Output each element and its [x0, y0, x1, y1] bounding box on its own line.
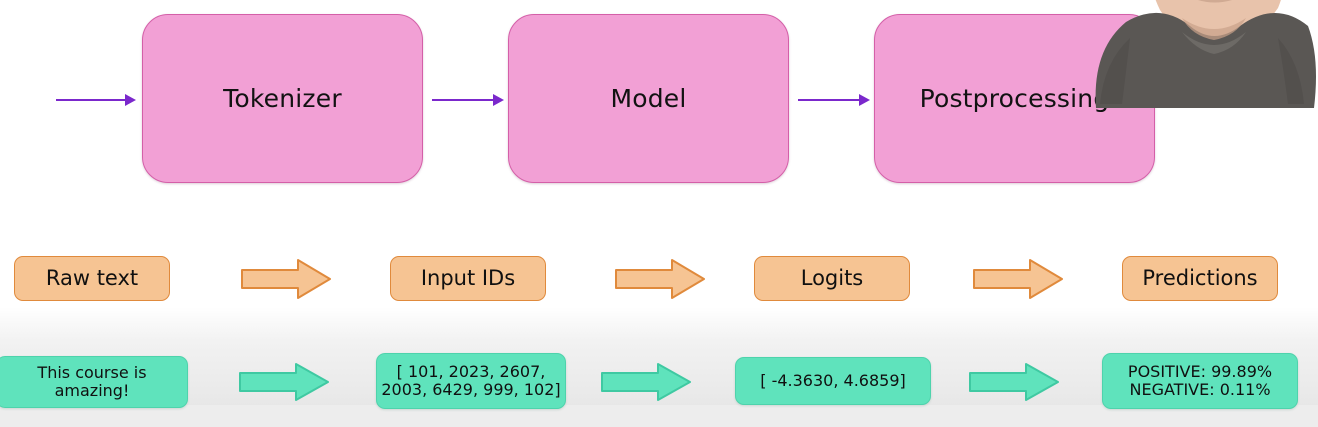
- arrow-head: [493, 94, 504, 106]
- example-logits[interactable]: [ -4.3630, 4.6859]: [735, 357, 931, 405]
- arrow-shaft: [56, 99, 126, 101]
- example-predictions[interactable]: POSITIVE: 99.89% NEGATIVE: 0.11%: [1102, 353, 1298, 409]
- stage-label-logits[interactable]: Logits: [754, 256, 910, 301]
- orange-arrow-raw-to-ids: [240, 258, 332, 300]
- stage-label-predictions[interactable]: Predictions: [1122, 256, 1278, 301]
- example-text: This course is amazing!: [37, 362, 147, 400]
- teal-arrow-ids-to-logits: [600, 362, 692, 402]
- arrow-model-to-postprocessing: [798, 94, 870, 106]
- stage-label-text: Logits: [800, 266, 864, 291]
- process-box-label: Model: [610, 84, 687, 113]
- example-raw-text[interactable]: This course is amazing!: [0, 356, 188, 408]
- process-box-tokenizer[interactable]: Tokenizer: [142, 14, 423, 183]
- block-arrow-icon: [973, 259, 1063, 299]
- orange-arrow-logits-to-predictions: [972, 258, 1064, 300]
- stage-label-raw-text[interactable]: Raw text: [14, 256, 170, 301]
- block-arrow-icon: [601, 363, 691, 401]
- process-box-postprocessing[interactable]: Postprocessing: [874, 14, 1155, 183]
- process-box-model[interactable]: Model: [508, 14, 789, 183]
- stage-label-text: Predictions: [1142, 266, 1258, 291]
- block-arrow-icon: [615, 259, 705, 299]
- process-box-label: Tokenizer: [223, 84, 342, 113]
- example-text: POSITIVE: 99.89% NEGATIVE: 0.11%: [1127, 361, 1273, 399]
- example-input-ids[interactable]: [ 101, 2023, 2607, 2003, 6429, 999, 102]: [376, 353, 566, 409]
- example-text: [ -4.3630, 4.6859]: [760, 370, 906, 390]
- orange-arrow-ids-to-logits: [614, 258, 706, 300]
- background-bottom-strip: [0, 405, 1318, 427]
- process-box-label: Postprocessing: [919, 84, 1110, 113]
- arrow-head: [859, 94, 870, 106]
- example-text: [ 101, 2023, 2607, 2003, 6429, 999, 102]: [381, 361, 561, 399]
- arrow-head: [125, 94, 136, 106]
- stage-label-text: Raw text: [45, 266, 139, 291]
- stage-label-input-ids[interactable]: Input IDs: [390, 256, 546, 301]
- arrow-tokenizer-to-model: [432, 94, 504, 106]
- stage-label-text: Input IDs: [420, 266, 516, 291]
- teal-arrow-logits-to-predictions: [968, 362, 1060, 402]
- arrow-shaft: [432, 99, 494, 101]
- block-arrow-icon: [241, 259, 331, 299]
- teal-arrow-text-to-ids: [238, 362, 330, 402]
- block-arrow-icon: [239, 363, 329, 401]
- arrow-into-tokenizer: [56, 94, 136, 106]
- block-arrow-icon: [969, 363, 1059, 401]
- arrow-shaft: [798, 99, 860, 101]
